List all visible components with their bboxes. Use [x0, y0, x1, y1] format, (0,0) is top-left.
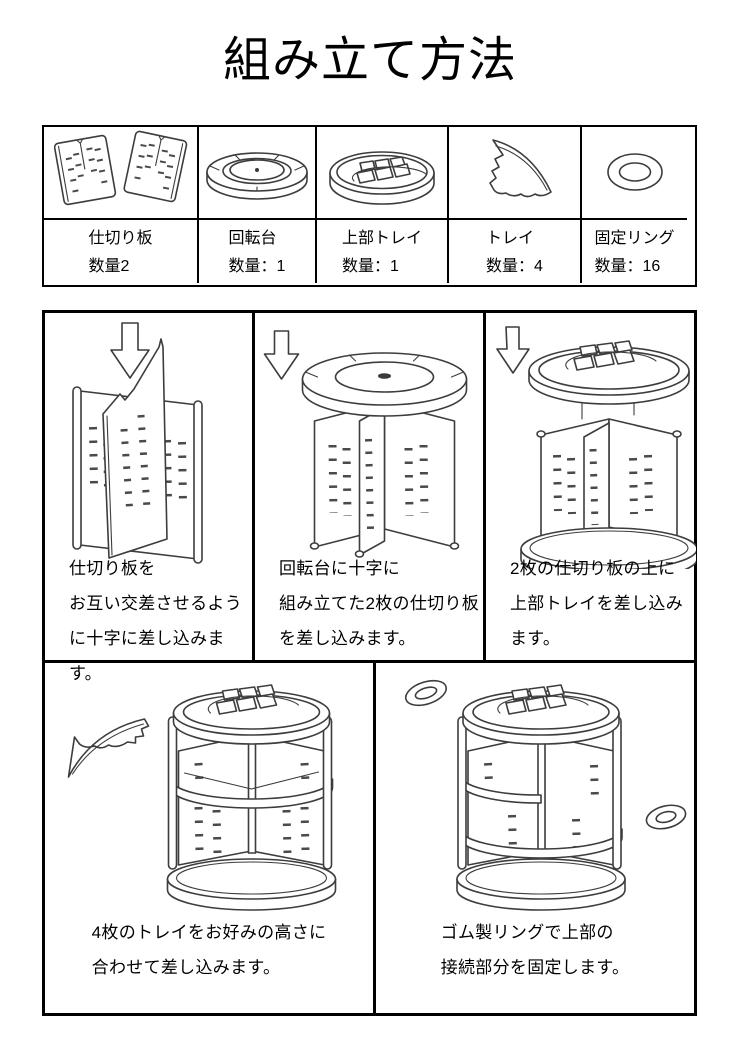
caption-line: 上部トレイを差し込み — [510, 594, 683, 613]
part-qty: 数量2 — [88, 257, 130, 275]
caption-line: 回転台に十字に — [279, 559, 401, 578]
part-qty: 数量：1 — [341, 257, 399, 275]
step1-illustration — [71, 322, 203, 564]
caption-line: ゴム製リングで上部の — [440, 923, 614, 942]
top-tray-ring — [528, 340, 690, 405]
step5-caption: ゴム製リングで上部の 接続部分を固定します。 — [441, 915, 630, 985]
part-name: 上部トレイ — [341, 229, 422, 247]
caption-line: 組み立てた2枚の仕切り板 — [279, 594, 480, 613]
step2-illustration — [263, 330, 468, 558]
part-cell-label-divider-plates: 仕切り板 数量2 — [44, 220, 199, 283]
steps-grid: 仕切り板を お互い交差させるよう に十字に差し込みます。 — [42, 310, 697, 1016]
top-tray-image — [329, 150, 435, 205]
part-qty: 数量：16 — [594, 257, 661, 275]
caption-line: 合わせて差し込みます。 — [91, 958, 281, 977]
down-arrow-icon — [109, 322, 150, 379]
caption-line: を差し込みます。 — [279, 629, 416, 648]
tray-part — [67, 718, 150, 778]
part-name: トレイ — [486, 229, 535, 247]
fixing-ring-small — [645, 804, 687, 830]
part-cell-image-top-tray — [317, 127, 449, 220]
fixing-ring-small — [404, 679, 448, 707]
part-cell-label-tray: トレイ 数量：4 — [449, 220, 582, 283]
caption-line: お互い交差させるよう — [69, 594, 242, 613]
turntable-image — [206, 151, 308, 200]
part-cell-image-tray — [449, 127, 582, 220]
organizer-unit — [166, 684, 337, 911]
step2-caption: 回転台に十字に 組み立てた2枚の仕切り板 を差し込みます。 — [279, 551, 479, 656]
step1-caption: 仕切り板を お互い交差させるよう に十字に差し込みます。 — [69, 551, 252, 691]
step3-caption: 2枚の仕切り板の上に 上部トレイを差し込み ます。 — [510, 551, 683, 656]
part-cell-label-turntable: 回転台 数量：1 — [199, 220, 317, 283]
parts-table: 仕切り板 数量2 回転台 数量：1 上部トレイ 数量：1 トレイ 数量：4 固定 — [42, 125, 697, 287]
part-name: 回転台 — [228, 229, 277, 247]
base-disc — [520, 527, 696, 569]
step5-illustration — [404, 679, 687, 911]
part-name: 固定リング — [594, 229, 675, 247]
caption-line: ます。 — [510, 629, 561, 648]
divider-plates-image — [53, 130, 187, 205]
page-title: 組み立て方法 — [222, 34, 517, 87]
fixing-ring-image — [606, 152, 663, 191]
step-panel-1: 仕切り板を お互い交差させるよう に十字に差し込みます。 — [45, 313, 255, 683]
organizer-unit — [456, 684, 626, 911]
down-arrow-icon — [263, 330, 300, 380]
down-arrow-icon — [496, 326, 530, 374]
cross-divider-fins — [309, 402, 460, 558]
step-panel-2: 回転台に十字に 組み立てた2枚の仕切り板 を差し込みます。 — [255, 313, 486, 663]
step-panel-3: 2枚の仕切り板の上に 上部トレイを差し込み ます。 — [486, 313, 696, 663]
step4-caption: 4枚のトレイをお好みの高さに 合わせて差し込みます。 — [92, 915, 327, 985]
part-cell-label-top-tray: 上部トレイ 数量：1 — [317, 220, 449, 283]
part-qty: 数量：1 — [228, 257, 286, 275]
turntable-disc — [301, 352, 468, 417]
step-panel-5: ゴム製リングで上部の 接続部分を固定します。 — [376, 663, 694, 1013]
caption-line: 2枚の仕切り板の上に — [510, 559, 676, 578]
part-cell-image-divider-plates — [44, 127, 199, 220]
step-panel-4: 4枚のトレイをお好みの高さに 合わせて差し込みます。 — [45, 663, 376, 1013]
part-cell-image-turntable — [199, 127, 317, 220]
part-cell-label-fixing-ring: 固定リング 数量：16 — [582, 220, 687, 283]
caption-line: に十字に差し込みます。 — [69, 629, 225, 683]
part-qty: 数量：4 — [486, 257, 543, 275]
caption-line: 仕切り板を — [69, 559, 156, 578]
step4-illustration — [67, 684, 337, 911]
cross-divider-fins — [536, 418, 682, 550]
step3-illustration — [496, 326, 696, 569]
part-cell-image-fixing-ring — [582, 127, 687, 220]
crossing-divider-plate — [101, 338, 168, 559]
caption-line: 4枚のトレイをお好みの高さに — [91, 923, 327, 942]
tray-image — [488, 138, 552, 197]
part-name: 仕切り板 — [88, 229, 153, 247]
caption-line: 接続部分を固定します。 — [440, 958, 630, 977]
